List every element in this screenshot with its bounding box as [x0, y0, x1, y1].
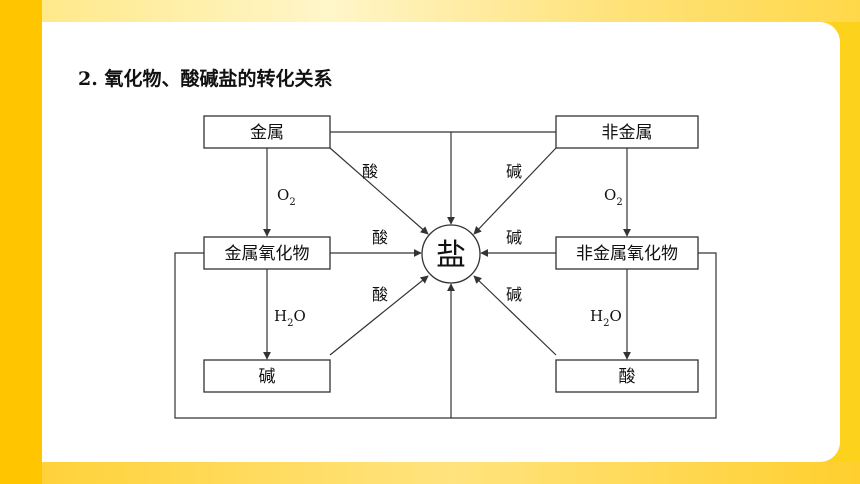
node-base-label: 碱: [259, 367, 276, 387]
bottom-accent-band: [42, 462, 860, 484]
reagent-h2o-right: H2O: [590, 307, 622, 329]
edge-label-base-top: 碱: [506, 162, 522, 181]
arrow-base-to-salt: [329, 275, 429, 356]
arrow-acid-to-salt: [473, 275, 557, 356]
node-base-box: [203, 359, 331, 393]
reagent-o2-right: O2: [604, 186, 623, 208]
edge-label-acid-bottom: 酸: [372, 285, 388, 304]
section-title: 氧化物、酸碱盐的转化关系: [104, 68, 333, 90]
top-accent-band: [42, 0, 860, 22]
node-acid-box: [555, 359, 699, 393]
arrow-metal-to-salt: [329, 147, 429, 235]
section-number: 2.: [78, 68, 98, 90]
reagent-h2o-left: H2O: [274, 307, 306, 329]
node-salt-label: 盐: [436, 238, 466, 273]
connector-metal-oxide-loop: [174, 252, 451, 419]
arrow-nonmetal-to-salt: [473, 147, 557, 235]
node-metal-box: [203, 115, 331, 149]
node-nonmetal-oxide-label: 非金属氧化物: [576, 244, 678, 264]
edge-label-base-bottom: 碱: [506, 285, 522, 304]
section-heading: 2. 氧化物、酸碱盐的转化关系: [78, 64, 332, 94]
connector-nonmetal-oxide-loop: [451, 252, 717, 419]
node-metal-label: 金属: [250, 123, 284, 143]
node-nonmetal-label: 非金属: [602, 123, 653, 143]
edge-label-acid-top: 酸: [362, 162, 378, 181]
left-accent-band: [0, 0, 42, 484]
node-metal-oxide-label: 金属氧化物: [225, 244, 310, 264]
node-salt-circle: [421, 224, 481, 284]
edge-label-acid-mid: 酸: [372, 228, 388, 247]
edge-label-base-mid: 碱: [506, 228, 522, 247]
reagent-o2-left: O2: [277, 186, 296, 208]
node-acid-label: 酸: [619, 367, 636, 387]
